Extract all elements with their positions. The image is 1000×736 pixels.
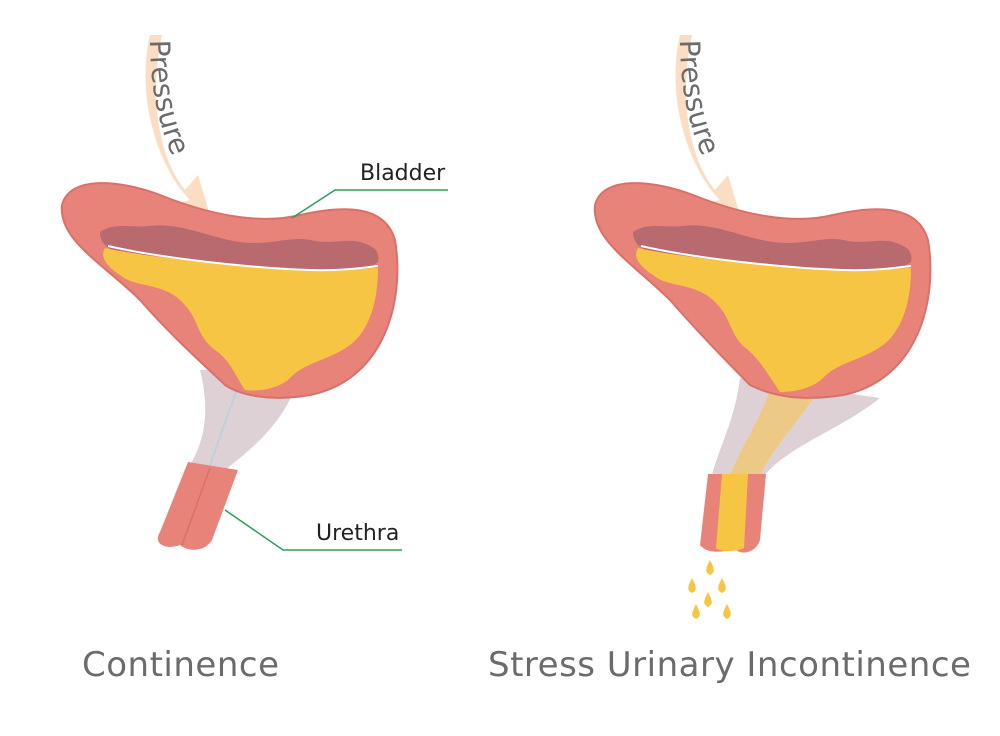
incontinence-figure: Pressure (593, 35, 932, 619)
continence-figure: Pressure Bladder Urethra (60, 35, 448, 551)
bladder-leader-line (291, 189, 448, 219)
urine-right (636, 248, 911, 392)
urine-droplet-icon (688, 578, 696, 593)
urine-droplet-icon (692, 604, 700, 619)
bladder-label: Bladder (360, 161, 446, 186)
urine-droplet-icon (704, 592, 712, 607)
pressure-arrow-left: Pressure (143, 35, 210, 215)
urethra-leader-line (224, 509, 402, 551)
urine-droplet-icon (718, 578, 726, 593)
bladder-lining-right (633, 225, 912, 272)
urine-droplet-icon (706, 560, 714, 575)
bladder-lining-left (100, 225, 379, 272)
urine-left (103, 248, 378, 391)
urine-droplet-icon (723, 604, 731, 619)
pressure-arrow-right: Pressure (673, 35, 740, 215)
urine-droplets (688, 560, 731, 619)
caption-stress-incontinence: Stress Urinary Incontinence (488, 645, 972, 685)
caption-continence: Continence (82, 645, 280, 685)
urethra-label: Urethra (316, 521, 399, 546)
pressure-label-left: Pressure (143, 39, 197, 159)
pressure-label-right: Pressure (673, 39, 727, 159)
urethra-tube-left (157, 462, 238, 550)
